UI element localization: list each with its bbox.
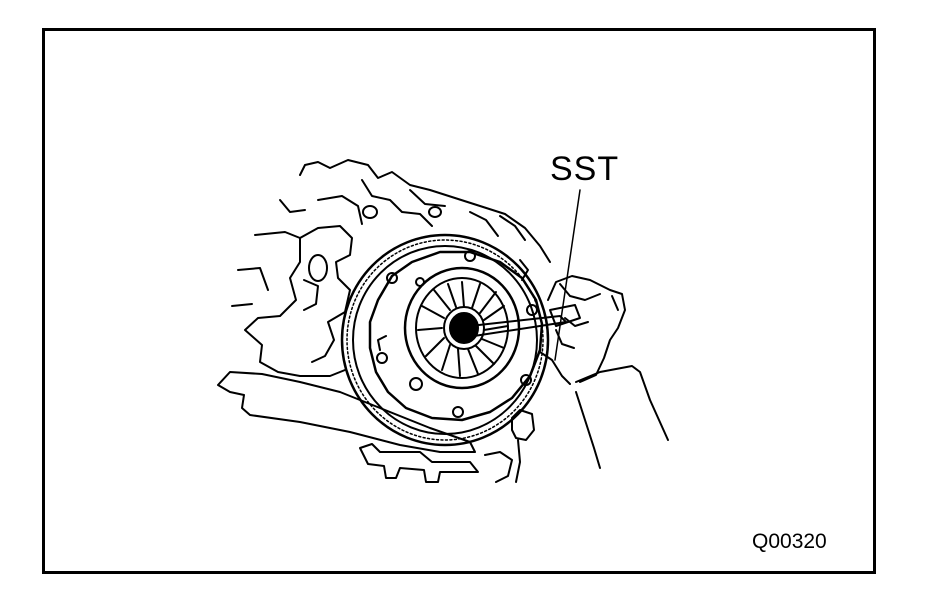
- lower-fixture: [511, 409, 535, 483]
- flywheel: [340, 233, 550, 447]
- sst-label: SST: [550, 150, 620, 188]
- diaphragm-spring: [403, 266, 521, 390]
- base-plate: [217, 371, 513, 483]
- figure-code: Q00320: [752, 530, 827, 553]
- technician-hand: [539, 275, 669, 469]
- engine-housing: [231, 159, 551, 377]
- sst-tool: [469, 189, 581, 361]
- figure-frame: [42, 28, 876, 574]
- sst-leader-line: [554, 189, 581, 361]
